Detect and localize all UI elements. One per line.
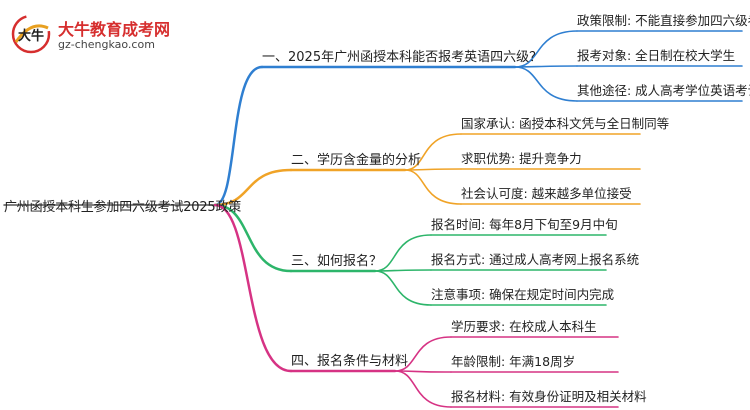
branch-3-curve [213,203,293,273]
branch-1-leaf-2-curve [514,65,578,68]
branch-4-leaf-2: 年龄限制: 年满18周岁 [451,354,576,369]
branch-2-leaf-1: 国家承认: 函授本科文凭与全日制同等 [461,116,670,131]
branch-2-label: 二、学历含金量的分析 [291,153,422,168]
branch-2-curve [213,168,293,207]
branch-4-leaf-2-curve [394,370,452,373]
branch-1-label: 一、2025年广州函授本科能否报考英语四六级？ [262,50,543,65]
branch-4-label: 四、报名条件与材料 [291,354,409,369]
branch-2-leaf-3-curve [404,169,462,205]
branch-2-leaf-1-curve [404,133,462,171]
branch-4-leaf-3-curve [394,370,452,408]
branch-4-curve [213,203,293,373]
branch-1-leaf-1: 政策限制: 不能直接参加四六级考试 [577,13,750,28]
branch-3-leaf-3: 注意事项: 确保在规定时间内完成 [431,287,615,302]
branch-3-label: 三、如何报名？ [291,254,383,269]
branch-4-leaf-1: 学历要求: 在校成人本科生 [451,319,597,334]
branch-3-leaf-3-curve [374,270,432,306]
logo-title: 大牛教育成考网 [58,20,171,39]
branch-1-curve [213,65,264,207]
branch-3-leaf-2: 报名方式: 通过成人高考网上报名系统 [431,252,640,267]
branch-4-leaf-1-curve [394,336,452,372]
branch-3-leaf-1: 报名时间: 每年8月下旬至9月中旬 [431,217,618,232]
root-node: 广州函授本科生参加四六级考试2025政策 [4,200,242,215]
logo-url: gz-chengkao.com [58,38,155,51]
branch-3-leaf-2-curve [374,269,432,272]
branch-1-leaf-3-curve [514,66,578,102]
svg-text:大牛: 大牛 [18,28,44,44]
branch-3-leaf-1-curve [374,234,432,272]
branch-4-leaf-3: 报名材料: 有效身份证明及相关材料 [451,389,647,404]
branch-2-leaf-3: 社会认可度: 越来越多单位接受 [461,186,632,201]
branch-2-leaf-2-curve [404,168,462,171]
logo-mark-icon: 大牛 [11,14,51,54]
branch-1-leaf-2: 报考对象: 全日制在校大学生 [577,48,736,63]
branch-2-leaf-2: 求职优势: 提升竞争力 [461,151,582,166]
site-logo[interactable]: 大牛 大牛教育成考网 gz-chengkao.com [8,12,208,64]
branch-1-leaf-1-curve [514,30,578,68]
branch-1-leaf-3: 其他途径: 成人高考学位英语考试 [577,83,750,98]
